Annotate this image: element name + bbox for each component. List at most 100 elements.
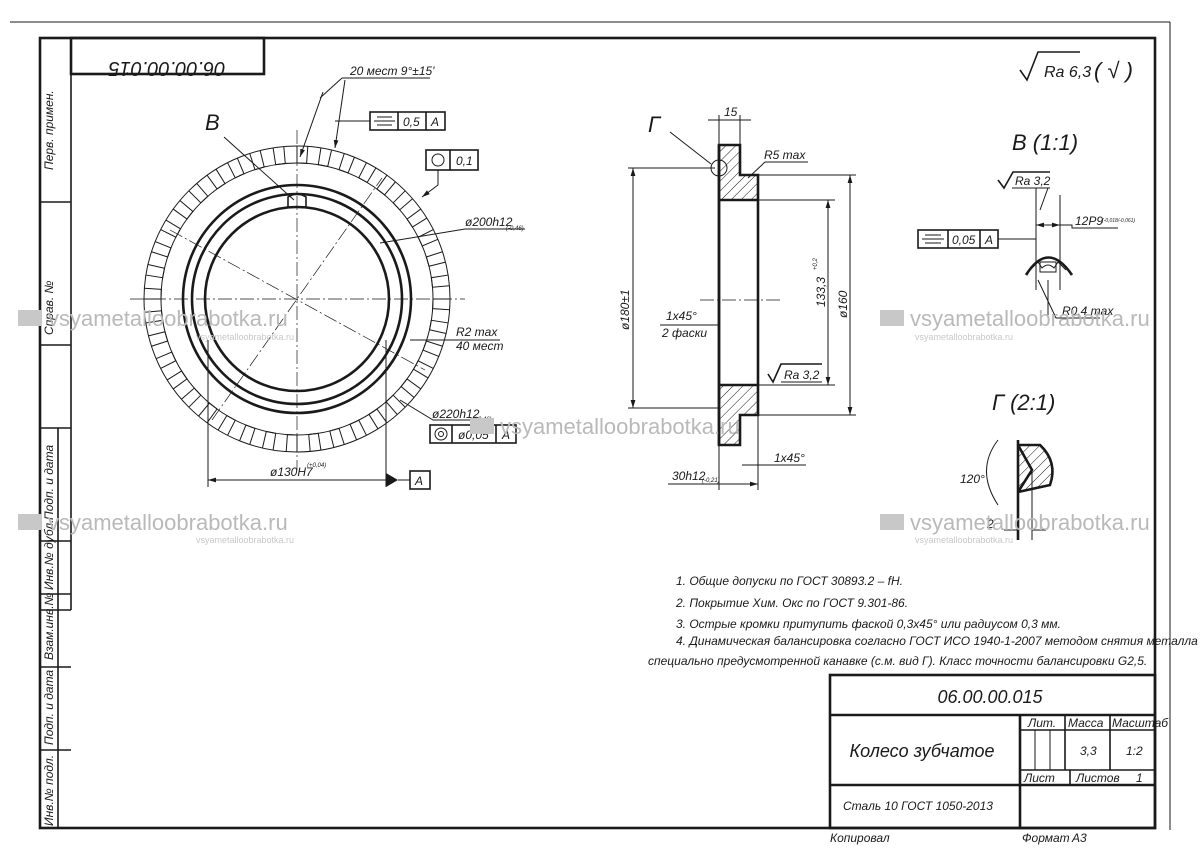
key-slot — [287, 193, 307, 207]
gear-tooth-notch — [285, 434, 298, 452]
sheet-label: Лист — [1023, 771, 1055, 785]
dia-220: ø220h12 — [432, 407, 480, 421]
watermark-5-small: vsyametalloobrabotka.ru — [915, 535, 1013, 545]
format-value: А3 — [1071, 831, 1087, 845]
detail-b-symmetry-frame: 0,05 A — [917, 229, 1036, 249]
gear-tooth-notch — [376, 174, 396, 196]
chamfer-count: 2 фаски — [661, 326, 707, 340]
detail-b-datum: A — [984, 233, 993, 247]
detail-g-depth: 2 — [986, 517, 994, 531]
gear-tooth-notch — [368, 408, 388, 430]
label-sprav-no: Справ. № — [42, 280, 56, 335]
gear-tooth-notch — [349, 419, 367, 441]
gear-tooth-notch — [155, 351, 177, 369]
gear-tooth-notch — [338, 153, 355, 174]
gear-tooth-notch — [151, 241, 172, 258]
dim-133-tol: +0,2 — [813, 257, 819, 270]
gear-tooth-notch — [145, 263, 166, 279]
gear-tooth-notch — [249, 150, 265, 171]
symmetry-tolerance-frame: 0,5 A — [335, 111, 446, 131]
circularity-tolerance-frame: 0,1 — [421, 149, 479, 198]
symmetry-datum: A — [430, 115, 439, 129]
dia-160: ø160 — [836, 290, 850, 318]
technical-notes: 1. Общие допуски по ГОСТ 30893.2 – fH. 2… — [648, 574, 1200, 668]
gear-tooth-notch — [317, 147, 333, 168]
dia-200-tol: (-0,46) — [506, 226, 524, 232]
r5-max: R5 max — [764, 148, 806, 162]
gear-tooth-notch — [239, 424, 256, 445]
label-podp-data-1: Подп. и дата — [42, 445, 56, 520]
watermark-4-small: vsyametalloobrabotka.ru — [196, 535, 294, 545]
runout-datum: A — [501, 428, 510, 442]
detail-g-title: Г (2:1) — [992, 390, 1055, 415]
note-4: 4. Динамическая балансировка согласно ГО… — [676, 634, 1200, 648]
drawing-number-rotated: 06.00.00.015 — [108, 57, 226, 79]
watermark-3: vsyametalloobrabotka.ru — [500, 414, 740, 439]
general-roughness: Ra 6,3 ( √ ) — [1019, 51, 1133, 83]
note-1: 1. Общие допуски по ГОСТ 30893.2 – fH. — [676, 574, 903, 588]
label-inv-dubl: Инв.№ дубл. — [42, 520, 56, 590]
dim-30: 30h12 — [672, 469, 706, 483]
gear-tooth-notch — [412, 360, 434, 379]
gear-tooth-notch — [172, 200, 194, 220]
mass-value: 3,3 — [1080, 744, 1097, 758]
gear-tooth-notch — [227, 157, 245, 179]
section-ra-32: Ra 3,2 — [784, 368, 820, 382]
detail-b-width: 12P9 — [1075, 214, 1103, 228]
title-material: Сталь 10 ГОСТ 1050-2013 — [843, 799, 993, 813]
view-label-b: В — [205, 110, 220, 135]
general-roughness-paren: ( √ ) — [1094, 58, 1133, 83]
chamfer-1x45-bottom: 1x45° — [774, 451, 805, 465]
gear-tooth-notch — [166, 370, 188, 390]
detail-b-width-tol: (-0,018/-0,061) — [1102, 218, 1135, 224]
gear-tooth-notch — [422, 340, 443, 357]
note-3: 3. Острые кромки притупить фаской 0,3x45… — [676, 617, 1061, 631]
gear-tooth-notch — [206, 168, 226, 190]
gear-teeth — [144, 146, 450, 452]
dia-180: ø180±1 — [618, 289, 632, 330]
gear-tooth-notch — [329, 427, 345, 448]
teeth-note: 20 мест 9°±15' — [349, 64, 435, 78]
title-name: Колесо зубчатое — [849, 741, 994, 761]
title-number: 06.00.00.015 — [937, 687, 1043, 707]
dim-133: 133,3 — [814, 277, 828, 307]
gear-tooth-notch — [188, 183, 209, 204]
gear-tooth-notch — [296, 146, 309, 164]
detail-label-g: Г — [648, 112, 662, 137]
gear-tooth-notch — [358, 162, 377, 184]
label-podp-data-2: Подп. и дата — [42, 670, 56, 745]
gear-tooth-notch — [144, 310, 164, 324]
note-5: специально предусмотренной канавке (с.м.… — [648, 654, 1147, 668]
gear-tooth-notch — [430, 274, 450, 288]
gear-tooth-notch — [428, 319, 449, 335]
gear-tooth-notch — [308, 432, 322, 452]
watermark-1-small: vsyametalloobrabotka.ru — [196, 332, 294, 342]
dia-200: ø200h12 — [465, 215, 513, 229]
detail-b-title: В (1:1) — [1012, 130, 1078, 155]
gear-tooth-notch — [261, 430, 277, 451]
r2-count: 40 мест — [456, 339, 503, 353]
gear-tooth-notch — [425, 251, 446, 267]
lit-label: Лит. — [1027, 716, 1056, 730]
detail-b-ra: Ra 3,2 — [1015, 174, 1051, 188]
width-15: 15 — [724, 105, 738, 119]
dim-30-tol: (-0,21) — [702, 478, 720, 484]
detail-b: В (1:1) Ra 3,2 12P9 (-0,018/-0,061) 0,05… — [917, 130, 1135, 319]
section-view: Г 15 R5 max ø180±1 1x45° 2 фаски 133,3 +… — [618, 105, 856, 490]
mass-label: Масса — [1068, 716, 1104, 730]
gear-tooth-notch — [432, 298, 450, 311]
detail-g-angle: 120° — [960, 472, 985, 486]
watermarks: vsyametalloobrabotka.ru vsyametalloobrab… — [18, 306, 1150, 545]
gear-tooth-notch — [181, 387, 202, 408]
gear-tooth-notch — [400, 378, 422, 398]
label-inv-podl: Инв.№ подл. — [42, 755, 56, 826]
gear-tooth-notch — [406, 208, 428, 228]
gear-tooth-notch — [272, 146, 286, 166]
format-label: Формат — [1022, 831, 1070, 845]
sheet-frame — [10, 21, 1171, 830]
gear-tooth-notch — [160, 219, 182, 238]
watermark-2: vsyametalloobrabotka.ru — [910, 306, 1150, 331]
circularity-tolerance: 0,1 — [456, 154, 473, 168]
watermark-2-small: vsyametalloobrabotka.ru — [915, 332, 1013, 342]
gear-tooth-notch — [417, 229, 439, 247]
